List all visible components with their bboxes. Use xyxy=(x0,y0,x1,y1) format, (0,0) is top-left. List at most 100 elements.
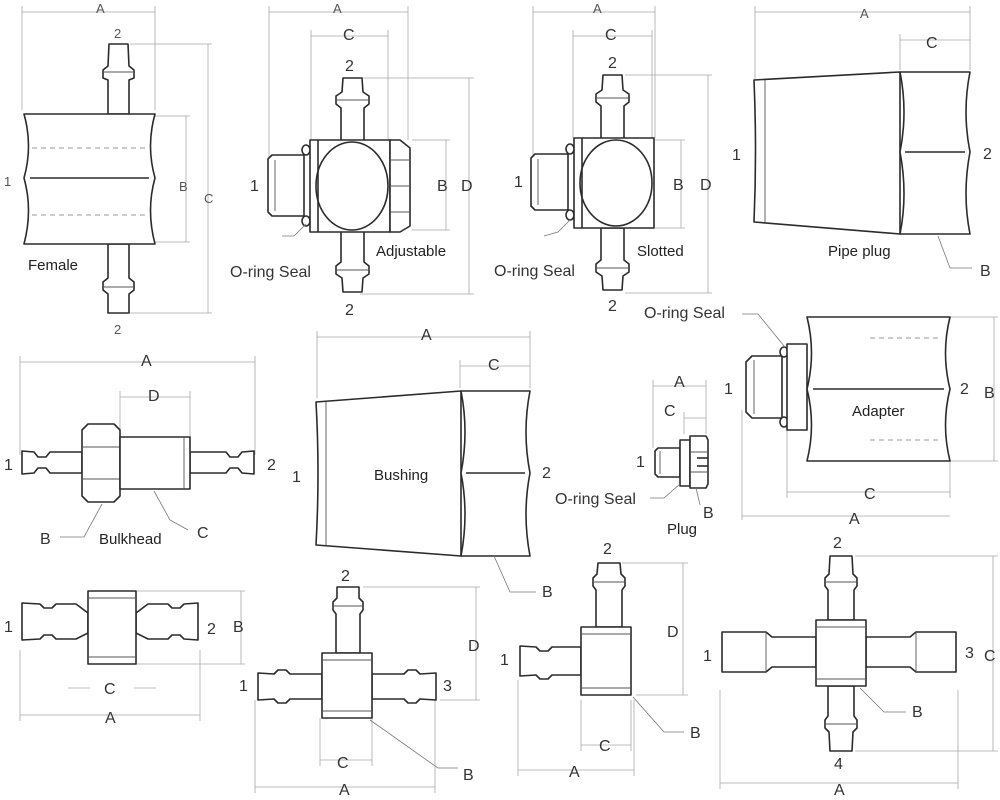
leader-line xyxy=(369,719,458,769)
dim-label-c: C xyxy=(104,681,116,698)
leader-line xyxy=(859,687,906,713)
dim-label-a: A xyxy=(333,1,342,16)
dim-label-b: B xyxy=(40,531,51,548)
hose-barb xyxy=(721,631,817,673)
dim-label-b: B xyxy=(984,385,995,402)
hose-barb xyxy=(21,450,83,475)
fitting-name: Adjustable xyxy=(376,243,446,260)
collar xyxy=(786,343,808,431)
threaded-stem xyxy=(654,447,681,478)
hose-barb xyxy=(371,669,437,704)
port-label: 2 xyxy=(114,26,121,41)
fitting-name: Pipe plug xyxy=(828,243,891,260)
threaded-body xyxy=(119,436,191,490)
port-label: 2 xyxy=(345,302,354,319)
port-label: 1 xyxy=(4,457,13,474)
dim-label-a: A xyxy=(849,511,860,528)
hose-barb xyxy=(595,227,630,291)
dim-label-b: B xyxy=(179,179,188,194)
port-label: 2 xyxy=(960,381,969,398)
port-label: 2 xyxy=(341,568,350,585)
dim-label-c: C xyxy=(664,403,676,420)
fitting-bushing: A C 1 Bushing 2 B xyxy=(292,327,553,601)
port-label: 3 xyxy=(965,645,974,662)
banjo-body xyxy=(573,137,655,229)
dim-label-c: C xyxy=(488,357,500,374)
banjo-ring xyxy=(579,139,653,227)
hose-barb xyxy=(595,74,630,141)
tee-body xyxy=(321,652,373,719)
leader-line xyxy=(60,503,103,538)
leader-line xyxy=(650,483,681,499)
hose-barb xyxy=(824,555,858,621)
hose-barb xyxy=(257,669,323,704)
port-label: 2 xyxy=(267,457,276,474)
seal-label: O-ring Seal xyxy=(494,263,575,280)
threaded-stem xyxy=(267,154,305,217)
dim-label-a: A xyxy=(569,764,580,781)
hex-nut xyxy=(81,423,121,503)
port-label: 2 xyxy=(207,621,216,638)
hex-body xyxy=(23,113,156,245)
port-label: 1 xyxy=(292,469,301,486)
dim-label-a: A xyxy=(421,327,432,344)
leader-line xyxy=(282,223,307,237)
fitting-cross: 2 1 3 C B 4 A xyxy=(703,535,998,799)
dim-label-b: B xyxy=(233,619,244,636)
hose-barb xyxy=(592,562,626,628)
banjo-ring xyxy=(315,141,389,231)
hose-barb xyxy=(824,685,858,752)
dim-label-a: A xyxy=(96,1,105,16)
union-body xyxy=(87,590,137,665)
o-ring xyxy=(565,209,575,221)
dim-label-c: C xyxy=(204,191,213,206)
dim-label-b: B xyxy=(980,263,991,280)
fitting-plug: A C 1 O-ring Seal B Plug xyxy=(555,374,714,538)
port-label: 1 xyxy=(500,652,509,669)
dim-label-c: C xyxy=(599,738,611,755)
seal-label: O-ring Seal xyxy=(230,264,311,281)
leader-line xyxy=(543,219,571,237)
dim-label-c: C xyxy=(984,648,996,665)
dim-label-a: A xyxy=(834,782,845,799)
dim-label-a: A xyxy=(339,782,350,799)
dim-label-b: B xyxy=(673,177,684,194)
port-label: 4 xyxy=(834,756,843,773)
dim-label-b: B xyxy=(690,725,701,742)
dim-label-b: B xyxy=(542,584,553,601)
hose-barb xyxy=(332,586,364,654)
fitting-elbow: 2 D 1 B C A xyxy=(500,541,701,781)
cross-body xyxy=(815,619,867,687)
port-label: 1 xyxy=(703,648,712,665)
dim-label-a: A xyxy=(674,374,685,391)
dim-label-a: A xyxy=(105,710,116,727)
hose-barb xyxy=(21,602,89,641)
dim-label-c: C xyxy=(197,525,209,542)
tapered-thread xyxy=(753,71,901,235)
fitting-tee: 2 D 1 3 C B A xyxy=(239,568,480,799)
leader-line xyxy=(695,487,701,506)
hose-barb xyxy=(102,43,135,115)
fitting-name: Female xyxy=(28,257,78,274)
threaded-stem xyxy=(530,153,569,211)
port-label: 3 xyxy=(443,678,452,695)
fitting-bulkhead: A D 1 2 B Bulkhead C xyxy=(4,353,276,548)
dim-label-c: C xyxy=(926,35,938,52)
port-label: 2 xyxy=(542,465,551,482)
dim-label-c: C xyxy=(337,755,349,772)
port-label: 1 xyxy=(239,678,248,695)
dim-label-b: B xyxy=(463,767,474,784)
fitting-adjustable: A C 2 1 B D Adjustable O-ring Seal 2 xyxy=(230,1,474,319)
fitting-female: A 2 1 B C Female 2 xyxy=(4,1,213,337)
dim-label-a: A xyxy=(593,1,602,16)
hex-head xyxy=(899,71,971,235)
dim-label-d: D xyxy=(461,178,473,195)
fitting-name: Plug xyxy=(667,521,697,538)
dim-label-b: B xyxy=(912,704,923,721)
fitting-slotted: A C 2 1 B D Slotted O-ring Seal 2 xyxy=(494,1,712,315)
dim-label-d: D xyxy=(468,638,480,655)
leader-line xyxy=(632,696,684,733)
dim-label-d: D xyxy=(700,177,712,194)
port-label: 2 xyxy=(983,146,992,163)
port-label: 1 xyxy=(514,174,523,191)
